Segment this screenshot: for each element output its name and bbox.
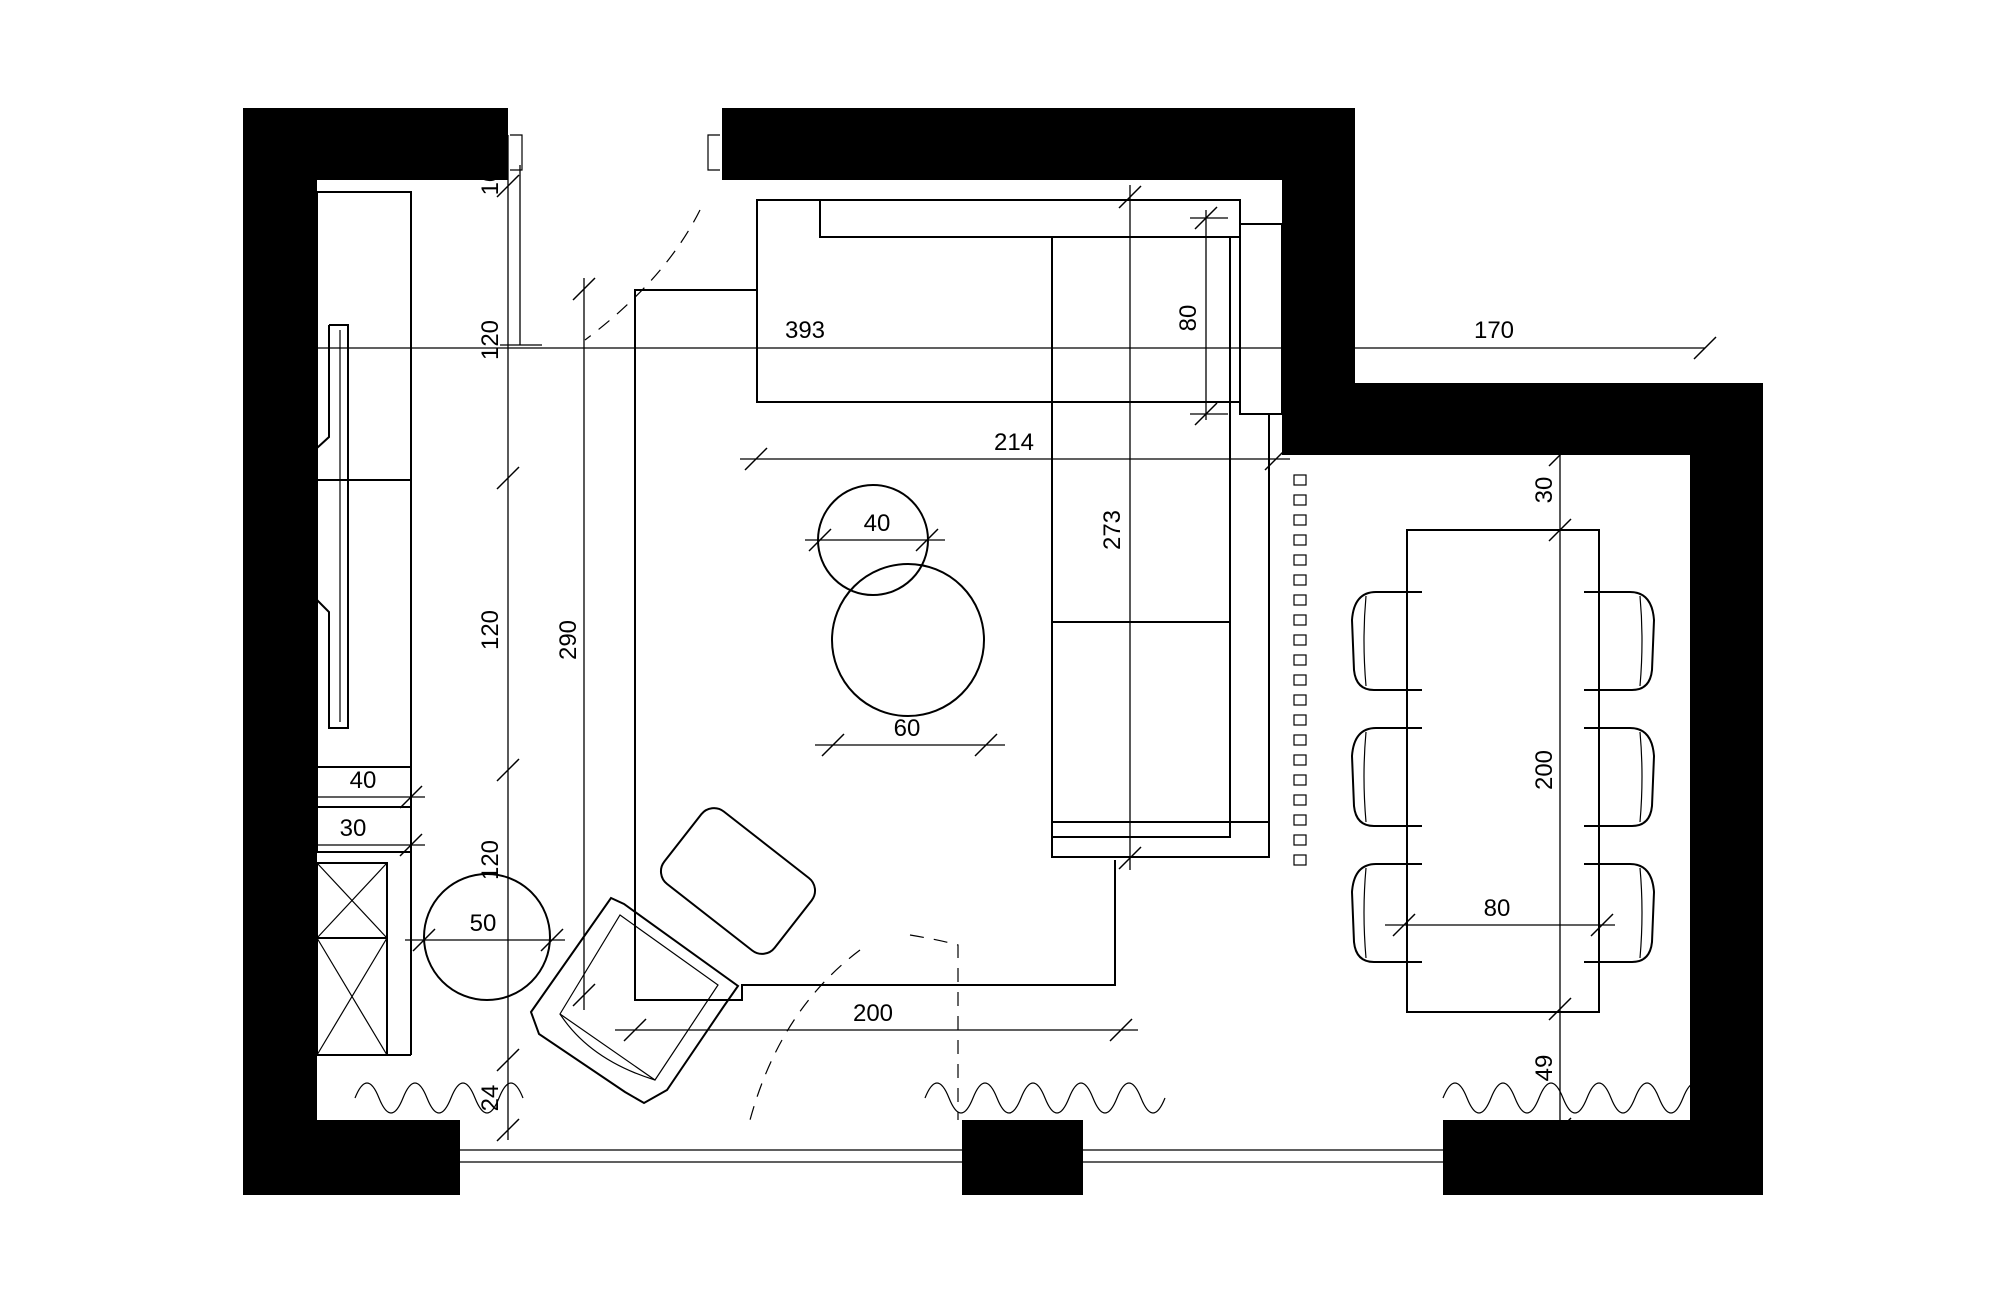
- radiator-fin: [1293, 754, 1307, 766]
- dining-chairs: [1350, 591, 1656, 963]
- radiator: [1293, 474, 1307, 866]
- radiator-fin: [1293, 794, 1307, 806]
- armchair: [529, 896, 740, 1105]
- radiator-fin: [1293, 574, 1307, 586]
- dining-chair: [1350, 727, 1422, 827]
- radiator-fin: [1293, 534, 1307, 546]
- dim-dining-bottom-gap: 49: [1531, 1055, 1558, 1082]
- dim-table-clearance: 214: [994, 429, 1034, 456]
- radiator-fin: [1293, 814, 1307, 826]
- radiator-fin: [1293, 614, 1307, 626]
- radiator-fin: [1293, 474, 1307, 486]
- dim-round-table: 50: [470, 910, 497, 937]
- dim-left-wall-top: 10: [477, 169, 504, 196]
- dining-table: [1406, 529, 1600, 1013]
- dim-sofa-depth: 80: [1175, 305, 1202, 332]
- door-swings: [510, 134, 959, 1121]
- low-cabinet: [316, 862, 388, 1056]
- left-wall: [243, 108, 508, 1195]
- dim-sofa-total-length: 273: [1099, 510, 1126, 550]
- dimension-labels: 10 120 120 120 24 290 393 80 170 214 40 …: [340, 169, 1558, 1112]
- dining-chair: [1350, 591, 1422, 691]
- dining-chair: [1584, 863, 1656, 963]
- dim-shelf-depth: 40: [350, 767, 377, 794]
- dining-chair: [1584, 591, 1656, 691]
- walls: [243, 108, 1763, 1195]
- dim-sofa-length: 393: [785, 317, 825, 344]
- dim-dining-table-width: 80: [1484, 895, 1511, 922]
- window-pier: [962, 1120, 1083, 1195]
- dim-cabinet-depth: 30: [340, 815, 367, 842]
- rug: [634, 289, 1116, 1001]
- radiator-fin: [1293, 514, 1307, 526]
- radiator-fin: [1293, 594, 1307, 606]
- dim-sofa-depth-front: 290: [555, 620, 582, 660]
- dimension-lines: [298, 135, 1717, 1142]
- radiator-fin: [1293, 834, 1307, 846]
- radiator-fin: [1293, 774, 1307, 786]
- radiator-fin: [1293, 494, 1307, 506]
- dim-left-wall-upper: 120: [477, 320, 504, 360]
- radiator-fin: [1293, 554, 1307, 566]
- dim-left-wall-lower: 120: [477, 840, 504, 880]
- corner-sofa: [756, 199, 1283, 858]
- ottoman: [659, 807, 817, 955]
- side-console: [1239, 223, 1283, 415]
- large-coffee-table: [831, 563, 985, 717]
- dim-dining-table-length: 200: [1531, 750, 1558, 790]
- radiator-fin: [1293, 654, 1307, 666]
- dining-chair: [1584, 727, 1656, 827]
- radiator-fin: [1293, 674, 1307, 686]
- windows: [460, 1149, 1443, 1163]
- curtain-left: [354, 1082, 524, 1114]
- dim-coffee-table: 60: [894, 715, 921, 742]
- radiator-fin: [1293, 734, 1307, 746]
- dim-dining-top-gap: 30: [1531, 477, 1558, 504]
- radiator-fin: [1293, 634, 1307, 646]
- curtain-right: [1442, 1082, 1708, 1114]
- radiator-fin: [1293, 714, 1307, 726]
- dim-recess-width: 170: [1474, 317, 1514, 344]
- round-side-table: [423, 873, 551, 1001]
- dim-left-wall-bottom: 24: [477, 1085, 504, 1112]
- radiator-fin: [1293, 694, 1307, 706]
- curtain-middle: [924, 1082, 1166, 1114]
- dim-left-wall-middle: 120: [477, 610, 504, 650]
- dim-rug-width: 200: [853, 1000, 893, 1027]
- dim-side-table-small: 40: [864, 510, 891, 537]
- radiator-fin: [1293, 854, 1307, 866]
- wall-cabinet: [316, 191, 412, 1056]
- dining-chair: [1350, 863, 1422, 963]
